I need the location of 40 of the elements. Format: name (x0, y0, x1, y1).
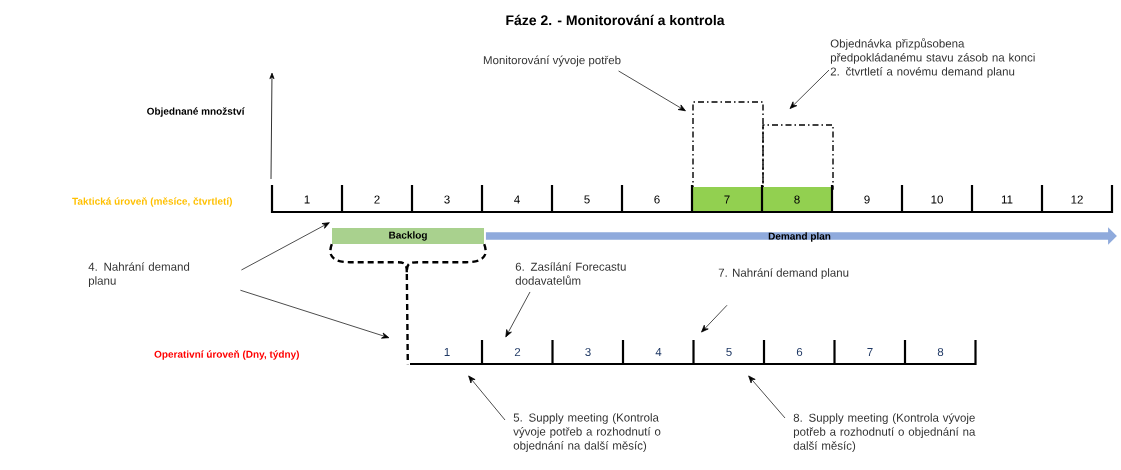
arrow (618, 70, 686, 112)
timeline-cell: 3 (585, 347, 591, 357)
backlog-bar: Backlog (332, 228, 484, 244)
axis-label: Objednané množství (147, 107, 245, 117)
annotation-text: Objednávka přizpůsobena předpokládanému stavu zásob na konci 2. čtvrtletí a novému demand planu (830, 38, 1035, 78)
timeline-cell: 10 (931, 195, 943, 204)
timeline-cell: 11 (1001, 195, 1013, 204)
title: Fáze 2. - Monitorování a kontrola (506, 14, 725, 26)
timeline-cell: 5 (726, 348, 732, 356)
arrow (701, 304, 728, 333)
timeline-cell: 8 (937, 347, 944, 357)
timeline-cell: 3 (444, 195, 450, 204)
timeline-cell: 8 (762, 187, 832, 212)
timeline-cell: 4 (655, 348, 662, 356)
arrow (789, 69, 830, 109)
arrow (241, 222, 330, 271)
annotation-text: 7. Nahrání demand planu (718, 268, 849, 280)
timeline-cell: 7 (692, 187, 762, 212)
timeline-cell: 2 (514, 348, 521, 356)
level-label: Taktická úroveň (měsíce, čtvrtletí) (72, 197, 232, 207)
timeline-cell: 1 (444, 348, 450, 356)
arrow (468, 375, 506, 421)
annotation-text: 6. Zasílání Forecastu dodavatelům (515, 262, 626, 285)
annotation-text: 8. Supply meeting (Kontrola vývoje potřeb a rozhodnutí o objednání na další měsíc) (793, 413, 976, 453)
annotation-text: Monitorování vývoje potřeb (483, 55, 621, 67)
annotation-text: 4. Nahrání demand planu (88, 262, 190, 288)
timeline-cell: 5 (584, 195, 590, 204)
timeline-cell: 6 (654, 195, 660, 204)
timeline-cell: 6 (796, 347, 803, 357)
timeline-cell: 2 (374, 195, 380, 204)
timeline-cell: 12 (1071, 195, 1083, 204)
timeline-cell: 1 (304, 195, 310, 204)
arrow (748, 375, 786, 419)
arrow (505, 291, 531, 338)
timeline-cell: 9 (864, 195, 870, 204)
timeline-cell: 7 (867, 348, 873, 356)
timeline-cell: 4 (514, 195, 520, 204)
annotation-text: 5. Supply meeting (Kontrola vývoje potřeb a rozhodnutí o objednání na další měsíc) (513, 413, 661, 452)
level-label: Operativní úroveň (Dny, týdny) (154, 350, 299, 360)
arrow (240, 289, 390, 339)
